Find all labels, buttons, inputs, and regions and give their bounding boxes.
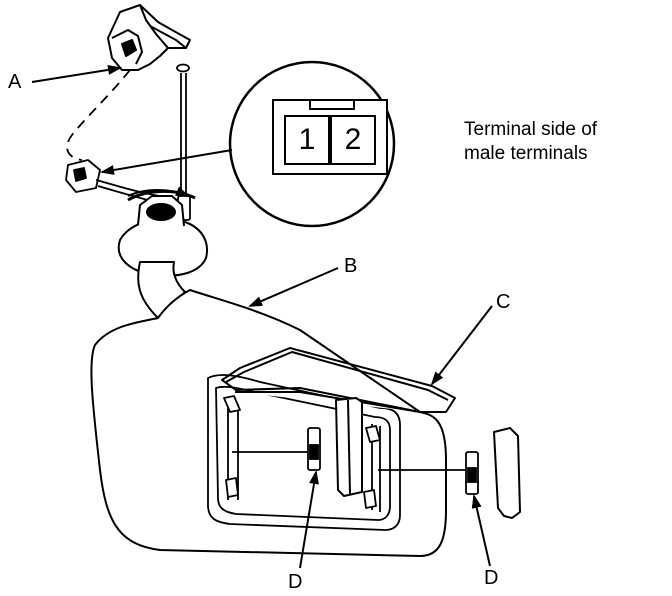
label-d-left: D <box>288 571 303 593</box>
visor-pivot <box>117 189 208 319</box>
bulb-left <box>232 427 321 471</box>
harness-plug <box>65 159 163 205</box>
arrow-d-right <box>471 494 491 567</box>
leader-lines <box>31 64 493 569</box>
inset-caption-line2: male terminals <box>464 143 588 164</box>
arrow-a <box>31 64 122 83</box>
lens-cover <box>335 397 363 497</box>
roof-connector-a <box>107 4 191 71</box>
side-trim-piece <box>493 427 521 519</box>
arrow-c <box>430 305 493 386</box>
rotation-arrows <box>127 186 190 197</box>
arrow-b <box>248 267 339 307</box>
label-c: C <box>496 291 511 313</box>
arrow-inset <box>100 149 233 175</box>
label-d-right: D <box>484 567 499 589</box>
harness-dashed <box>66 69 131 161</box>
label-b: B <box>344 255 358 277</box>
inset-caption-line1: Terminal side of <box>464 119 598 140</box>
mirror-lens-c <box>221 347 456 413</box>
pin-1-label: 1 <box>298 123 316 156</box>
bulb-right <box>378 451 479 495</box>
pin-2-label: 2 <box>344 123 362 156</box>
label-a: A <box>8 71 22 93</box>
arrow-d-left <box>299 470 319 569</box>
mirror-recess <box>207 374 401 531</box>
connector-inset <box>228 60 396 228</box>
